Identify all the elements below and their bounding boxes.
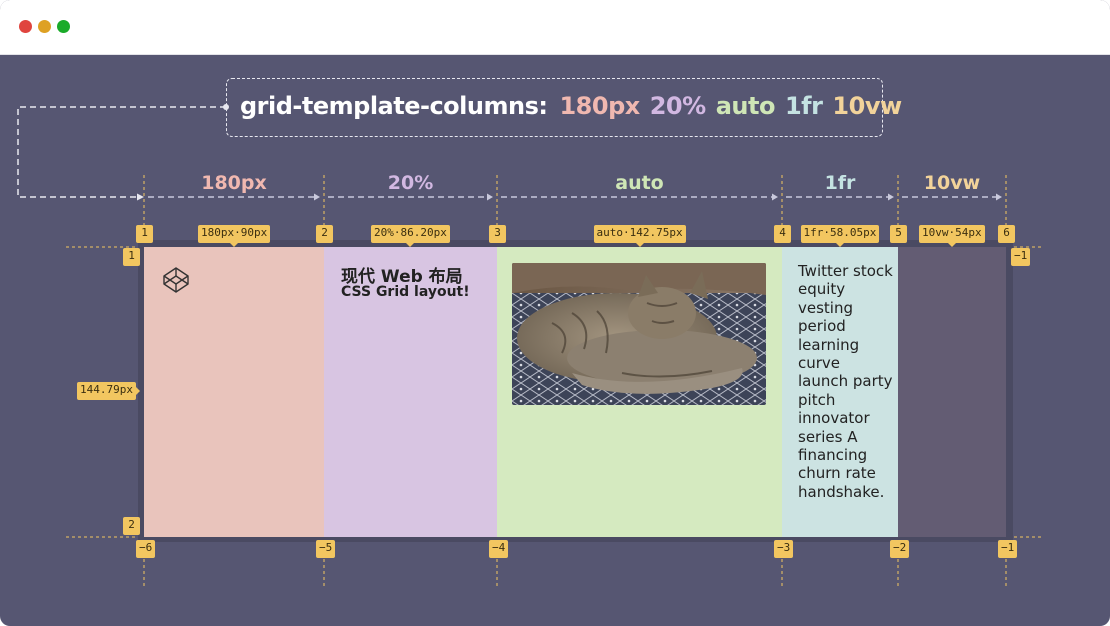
column-negative-line-3: −4 bbox=[489, 540, 509, 558]
cell-paragraph: Twitter stock equity vesting period lear… bbox=[798, 262, 893, 501]
grid-cell-2 bbox=[324, 247, 497, 537]
column-arrowhead-3 bbox=[772, 193, 778, 201]
title-bar bbox=[0, 0, 1110, 55]
column-arrowhead-4 bbox=[888, 193, 894, 201]
row-height-label: 144.79px bbox=[77, 382, 140, 400]
column-line-number-3: 3 bbox=[489, 225, 506, 243]
column-negative-line-4: −3 bbox=[774, 540, 794, 558]
grid-cell-1 bbox=[144, 247, 324, 537]
cell-heading-cn: 现代 Web 布局 bbox=[341, 267, 463, 287]
column-line-number-1: 1 bbox=[136, 225, 153, 243]
column-arrowhead-1 bbox=[314, 193, 320, 201]
row-negative-line-1: −1 bbox=[1011, 248, 1031, 266]
row-line-number-2: 2 bbox=[123, 517, 140, 535]
column-title-1: 180px bbox=[201, 172, 267, 194]
column-title-5: 10vw bbox=[923, 172, 981, 194]
grid-cell-5 bbox=[898, 247, 1006, 537]
minimize-button[interactable] bbox=[38, 20, 51, 33]
column-size-label-1: 180px·90px bbox=[198, 225, 271, 247]
column-arrowhead-2 bbox=[487, 193, 493, 201]
css-value-auto: auto bbox=[715, 92, 776, 120]
column-line-number-2: 2 bbox=[316, 225, 333, 243]
codepen-icon bbox=[163, 267, 189, 293]
cell-heading-en: CSS Grid layout! bbox=[341, 284, 470, 300]
column-size-label-2: 20%·86.20px bbox=[371, 225, 450, 247]
cat-photo bbox=[512, 263, 766, 405]
column-size-label-3: auto·142.75px bbox=[593, 225, 686, 247]
css-property: grid-template-columns: bbox=[240, 92, 548, 120]
code-box bbox=[226, 78, 883, 137]
css-value-20pct: 20% bbox=[649, 92, 706, 120]
column-negative-line-1: −6 bbox=[136, 540, 156, 558]
css-value-10vw: 10vw bbox=[832, 92, 902, 120]
column-negative-line-2: −5 bbox=[316, 540, 336, 558]
column-line-number-6: 6 bbox=[998, 225, 1015, 243]
column-line-number-5: 5 bbox=[890, 225, 907, 243]
column-line-number-4: 4 bbox=[774, 225, 791, 243]
css-value-1fr: 1fr bbox=[784, 92, 823, 120]
column-title-4: 1fr bbox=[824, 172, 856, 194]
row-line-number-1: 1 bbox=[123, 248, 140, 266]
connector-line bbox=[17, 106, 226, 198]
column-arrowhead-5 bbox=[996, 193, 1002, 201]
column-negative-line-5: −2 bbox=[890, 540, 910, 558]
connector-arrowhead bbox=[137, 193, 144, 201]
column-size-label-5: 10vw·54px bbox=[919, 225, 985, 247]
close-button[interactable] bbox=[19, 20, 32, 33]
css-code: grid-template-columns: 180px 20% auto 1fr 10v… bbox=[240, 92, 912, 120]
maximize-button[interactable] bbox=[57, 20, 70, 33]
css-value-180px: 180px bbox=[559, 92, 640, 120]
column-title-2: 20% bbox=[387, 172, 434, 194]
column-size-label-4: 1fr·58.05px bbox=[800, 225, 880, 247]
grid-cell-4 bbox=[782, 247, 898, 537]
column-negative-line-6: −1 bbox=[998, 540, 1018, 558]
column-title-3: auto bbox=[615, 172, 664, 194]
